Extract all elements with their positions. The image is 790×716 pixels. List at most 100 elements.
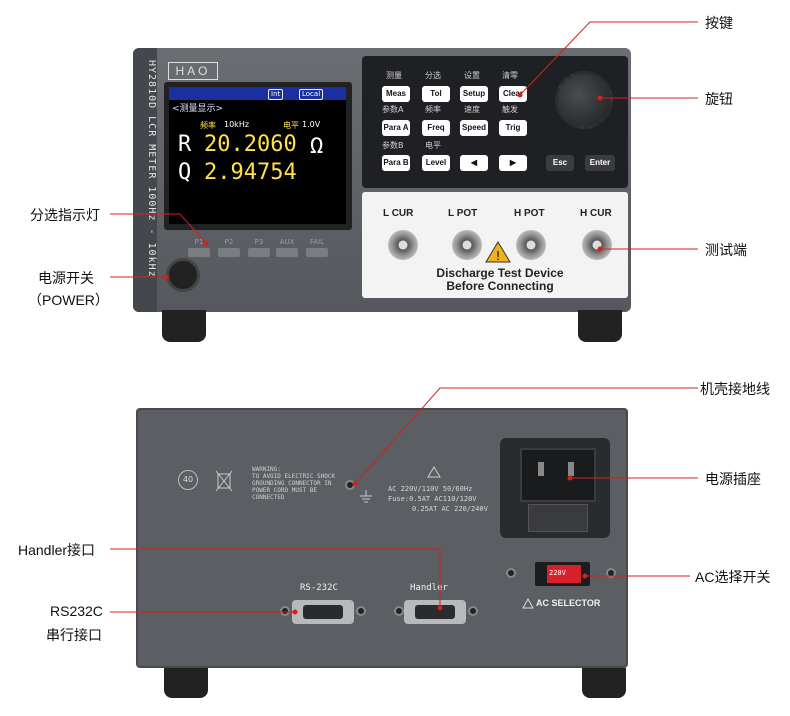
key-label-clear: 清零 [502,71,518,80]
terminal-label-lpot: L POT [448,208,478,219]
r-label: R [178,132,192,157]
cert-badge: 40 [178,470,198,490]
bnc-lpot[interactable] [452,230,482,260]
front-foot-left [162,310,206,342]
handler-screw-left [394,606,404,616]
key-label-para-a: 参数A [382,105,404,114]
callout-test-terminal: 测试端 [705,242,747,258]
level-button[interactable]: Level [422,155,450,171]
terminal-label-hpot: H POT [514,208,545,219]
speed-button[interactable]: Speed [460,120,488,136]
local-tag: Local [299,89,324,100]
spec-line-1: AC 220V/110V 50/60Hz [388,485,473,493]
para-a-button[interactable]: Para A [382,120,410,136]
rs232-screw-left [280,606,290,616]
esc-button[interactable]: Esc [546,155,574,171]
para-b-button[interactable]: Para B [382,155,410,171]
bnc-hpot[interactable] [516,230,546,260]
power-inlet[interactable] [520,448,596,502]
meas-button[interactable]: Meas [382,86,410,102]
switch-value: 220V [549,569,566,577]
trig-button[interactable]: Trig [499,120,527,136]
key-label-setup: 设置 [464,71,480,80]
handler-label: Handler [410,583,448,593]
callout-rs232: RS232C [50,603,103,619]
setup-button[interactable]: Setup [460,86,488,102]
led-fail [306,248,328,257]
terminal-label-lcur: L CUR [383,208,414,219]
q-value: 2.94754 [204,160,297,185]
level-value: 1.0V [302,120,321,129]
right-arrow-button[interactable]: ▶ [499,155,527,171]
back-warning-text: WARNING: TO AVOID ELECTRIC SHOCK GROUNDI… [252,466,336,501]
led-label-p2: P2 [224,238,234,246]
key-label-para-b: 参数B [382,141,404,150]
inlet-pin-left [538,462,544,476]
key-label-speed: 速度 [464,105,480,114]
clear-button[interactable]: Clear [499,86,527,102]
ac-selector-switch[interactable] [547,565,581,583]
rs232-port-inner [303,605,343,619]
callout-sort-led: 分选指示灯 [30,207,100,223]
callout-power: 电源开关 [38,270,94,286]
left-arrow-button[interactable]: ◀ [460,155,488,171]
level-label: 电平 [283,121,299,130]
callout-keys: 按键 [705,15,733,31]
warning-triangle-icon: ! [485,241,511,263]
key-label-tol: 分选 [425,71,441,80]
led-label-aux: AUX [279,238,295,246]
int-tag: Int [268,89,284,100]
front-side-strip [133,48,157,312]
callout-power-socket: 电源插座 [705,471,761,487]
freq-button[interactable]: Freq [422,120,450,136]
r-value: 20.2060 [204,132,297,157]
callout-power-en: （POWER） [28,292,109,308]
enter-button[interactable]: Enter [585,155,615,171]
ground-icon [360,490,372,503]
switch-screw-left [506,568,516,578]
bnc-lcur[interactable] [388,230,418,260]
front-foot-right [578,310,622,342]
rs232-screw-right [356,606,366,616]
brand-logo: HAO [168,62,218,80]
back-foot-right [582,668,626,698]
svg-text:!: ! [496,249,501,263]
model-label: HY2810D LCR METER 100Hz - 10kHz [146,60,157,278]
led-label-p1: P1 [194,238,204,246]
callout-rs232-cn: 串行接口 [46,627,102,643]
tol-button[interactable]: Tol [422,86,450,102]
fuse-drawer[interactable] [528,504,588,532]
ac-selector-warning-icon [522,598,534,609]
switch-screw-right [606,568,616,578]
freq-value: 10kHz [224,120,250,129]
rs232-label: RS-232C [300,583,338,593]
back-foot-left [164,668,208,698]
spec-line-3: 0.25AT AC 220/240V [412,505,488,513]
lcd-screen [169,87,346,224]
callout-ac-switch: AC选择开关 [695,569,771,585]
handler-port-inner [415,605,455,619]
terminal-label-hcur: H CUR [580,208,612,219]
led-label-fail: FAIL [309,238,325,246]
handler-screw-right [468,606,478,616]
rotary-knob[interactable] [555,71,613,129]
spec-line-2: Fuse:0.5AT AC110/120V [388,495,477,503]
screen-status-bar [169,87,346,100]
screen-title: <测量显示> [172,104,224,114]
callout-handler: Handler接口 [18,542,96,558]
weee-bin-icon [215,470,233,492]
key-label-level: 电平 [425,141,441,150]
q-label: Q [178,160,192,185]
power-button[interactable] [166,258,200,292]
ac-selector-label: AC SELECTOR [536,598,601,608]
bnc-hcur[interactable] [582,230,612,260]
warning-line-2: Before Connecting [446,279,554,293]
led-aux [276,248,298,257]
callout-ground: 机壳接地线 [700,381,770,397]
freq-label: 频率 [200,121,216,130]
spec-warning-icon [427,466,441,478]
led-label-p3: P3 [254,238,264,246]
r-unit: Ω [310,134,324,159]
key-label-trig: 触发 [502,105,518,114]
callout-knob: 旋钮 [705,91,733,107]
